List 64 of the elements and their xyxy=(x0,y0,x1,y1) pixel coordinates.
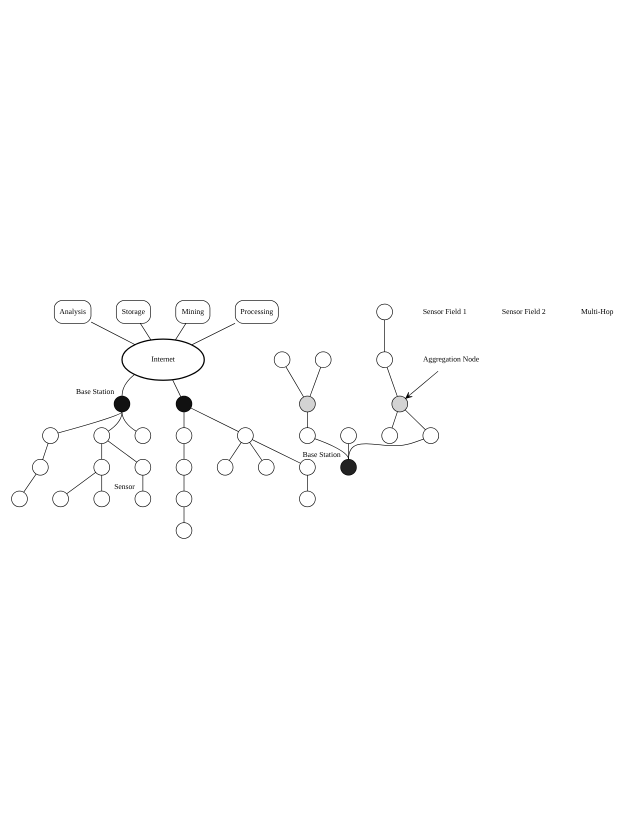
connector xyxy=(122,411,136,432)
node-circle xyxy=(114,395,130,412)
node-circle xyxy=(258,458,274,475)
connector xyxy=(228,442,242,460)
node-circle xyxy=(299,395,316,412)
arrow xyxy=(405,370,438,398)
connector xyxy=(392,410,398,428)
node-circle xyxy=(274,350,290,368)
connector xyxy=(249,442,262,460)
connector xyxy=(142,474,144,491)
connector xyxy=(190,407,239,432)
node-circle xyxy=(299,458,316,475)
connector xyxy=(175,322,186,340)
node-circle xyxy=(176,395,192,412)
connector xyxy=(307,411,308,428)
node-circle xyxy=(94,458,110,475)
connector xyxy=(101,474,102,491)
node-circle xyxy=(94,426,110,444)
connector xyxy=(108,440,138,462)
node-circle xyxy=(176,490,192,507)
node-circle xyxy=(94,490,110,507)
connector xyxy=(252,438,301,464)
node-circle xyxy=(134,426,152,444)
connector xyxy=(140,322,152,340)
connector xyxy=(348,442,349,460)
node-circle xyxy=(134,458,152,475)
connector xyxy=(172,379,182,396)
connector xyxy=(58,411,122,433)
node-circle xyxy=(340,426,357,444)
connector xyxy=(192,322,236,345)
node-circle xyxy=(216,458,234,475)
connector xyxy=(348,438,424,460)
connector xyxy=(90,321,136,344)
connector xyxy=(42,442,48,460)
connector xyxy=(314,438,349,460)
connector xyxy=(310,366,321,396)
connector xyxy=(108,411,122,431)
node-circle xyxy=(381,426,398,444)
node-circle xyxy=(11,490,28,507)
node-circle xyxy=(176,522,192,538)
connector xyxy=(122,374,135,396)
connector xyxy=(286,366,304,397)
node-circle xyxy=(315,350,332,368)
node-circle xyxy=(134,490,152,507)
node-circle xyxy=(422,426,440,444)
connector xyxy=(384,319,385,352)
node-circle xyxy=(299,426,316,444)
connector xyxy=(404,409,426,430)
connector xyxy=(386,366,398,396)
node-circle xyxy=(299,490,316,507)
node-circle xyxy=(176,426,192,444)
connector xyxy=(101,442,102,460)
connector xyxy=(23,473,36,492)
connector xyxy=(66,472,96,494)
connector xyxy=(307,474,308,491)
node-circle xyxy=(376,350,393,368)
node-circle xyxy=(392,395,408,412)
node-circle xyxy=(32,458,49,475)
node-circle xyxy=(376,303,393,320)
node-circle xyxy=(237,426,254,444)
node-circle xyxy=(176,458,192,475)
node-circle xyxy=(52,490,69,507)
node-circle xyxy=(42,426,59,444)
node-circle xyxy=(340,458,357,475)
